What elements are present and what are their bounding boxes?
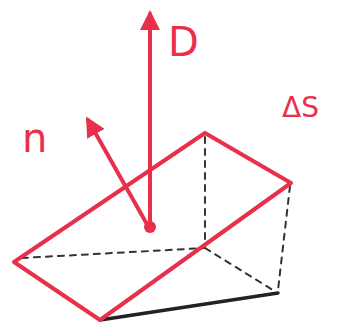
bottom-edge <box>100 293 278 320</box>
area-label: ΔS <box>282 94 319 122</box>
normal-label: n <box>22 118 47 158</box>
hidden-edge <box>205 248 276 292</box>
surface-element <box>14 133 291 320</box>
normal-vector <box>88 120 148 226</box>
vector-d <box>148 14 152 226</box>
hidden-edge <box>22 248 205 258</box>
point-dot <box>144 221 156 233</box>
hidden-edge <box>204 137 206 248</box>
hidden-edge <box>278 186 290 290</box>
vector-label: D <box>168 22 199 62</box>
